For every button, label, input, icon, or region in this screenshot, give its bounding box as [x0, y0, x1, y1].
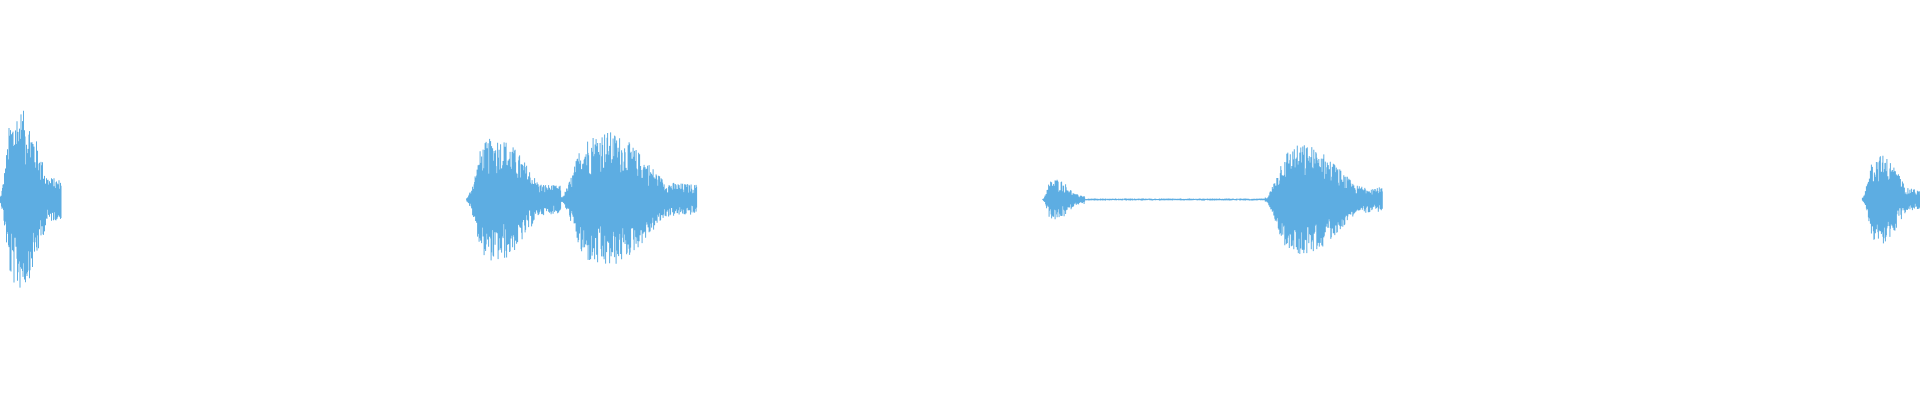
waveform-track: [0, 110, 1920, 288]
waveform-segment-3: [560, 132, 698, 264]
waveform-segment-1: [0, 110, 62, 288]
waveform-segment-7: [1861, 155, 1920, 244]
waveform-segment-6: [1264, 145, 1383, 254]
waveform-segment-4: [1042, 179, 1086, 220]
waveform-segment-5: [1084, 198, 1266, 201]
waveform-segment-2: [466, 138, 562, 261]
